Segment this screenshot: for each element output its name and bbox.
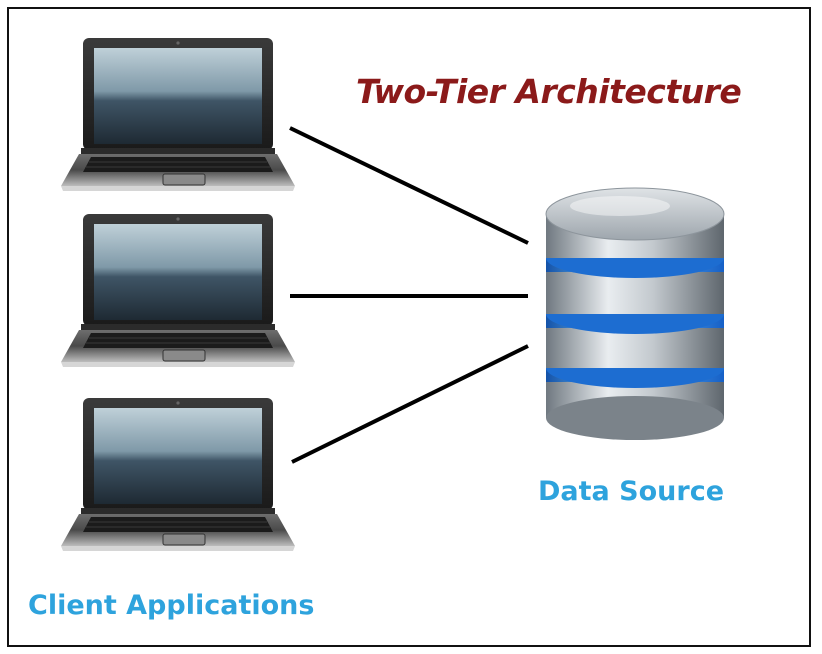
laptop-icon xyxy=(60,397,296,552)
connector-client-3 xyxy=(291,344,529,464)
data-source-label: Data Source xyxy=(538,476,725,507)
database-icon xyxy=(545,187,725,440)
diagram-title: Two-Tier Architecture xyxy=(356,72,742,111)
connector-client-1 xyxy=(289,126,529,245)
laptop-icon xyxy=(60,37,296,192)
client-applications-label: Client Applications xyxy=(28,590,315,621)
laptop-icon xyxy=(60,213,296,368)
